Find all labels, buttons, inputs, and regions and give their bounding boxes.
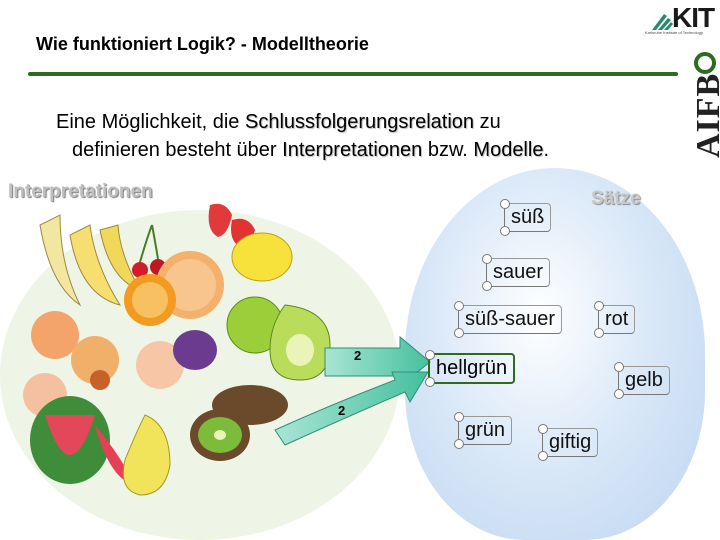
sentence-gelb[interactable]: gelb	[614, 362, 670, 399]
fruit-illustration	[0, 203, 400, 540]
intro-line-1: Eine Möglichkeit, die Schlussfolgerungsr…	[56, 111, 501, 133]
sentences-label: Sätze	[591, 188, 641, 209]
apricot-icon	[31, 311, 119, 390]
intro-text: Eine Möglichkeit, die Schlussfolgerungsr…	[56, 108, 549, 164]
kit-logo-icon	[652, 14, 673, 30]
term-modelle: Modelle	[473, 139, 544, 161]
lemon-icon	[231, 232, 293, 282]
sentence-giftig[interactable]: giftig	[537, 424, 599, 461]
sentence-sauer[interactable]: sauer	[481, 254, 551, 291]
kit-logo-text: KIT	[672, 2, 715, 33]
kit-logo-subtitle: Karlsruhe Institute of Technology	[645, 30, 703, 35]
aifb-ring-icon	[694, 52, 716, 74]
sentence-rot[interactable]: rot	[593, 301, 636, 338]
sentence-suess[interactable]: süß	[499, 199, 552, 236]
page-title: Wie funktioniert Logik? - Modelltheorie	[36, 34, 369, 54]
pear-icon	[269, 304, 331, 381]
sentence-hellgruen[interactable]: hellgrün	[424, 350, 516, 387]
yellow-pear-icon	[122, 414, 171, 496]
sentence-suess-sauer[interactable]: süß-sauer	[453, 301, 563, 338]
sentence-gruen[interactable]: grün	[453, 412, 513, 449]
term-schlussfolgerungsrelation: Schlussfolgerungsrelation	[244, 111, 475, 133]
orange-icon	[124, 274, 176, 326]
lower-arrow-number: 2	[338, 403, 346, 418]
term-interpretationen: Interpretationen	[282, 139, 423, 161]
banana-icon	[39, 214, 142, 307]
title-divider	[28, 72, 678, 76]
intro-line-2: definieren besteht über Interpretationen…	[72, 139, 550, 161]
aifb-logo-text: AIFB	[690, 72, 720, 158]
interpretations-label: Interpretationen	[8, 181, 153, 202]
plum-icon	[173, 330, 217, 370]
kiwi-icon	[190, 385, 288, 461]
upper-arrow-number: 2	[354, 348, 362, 363]
